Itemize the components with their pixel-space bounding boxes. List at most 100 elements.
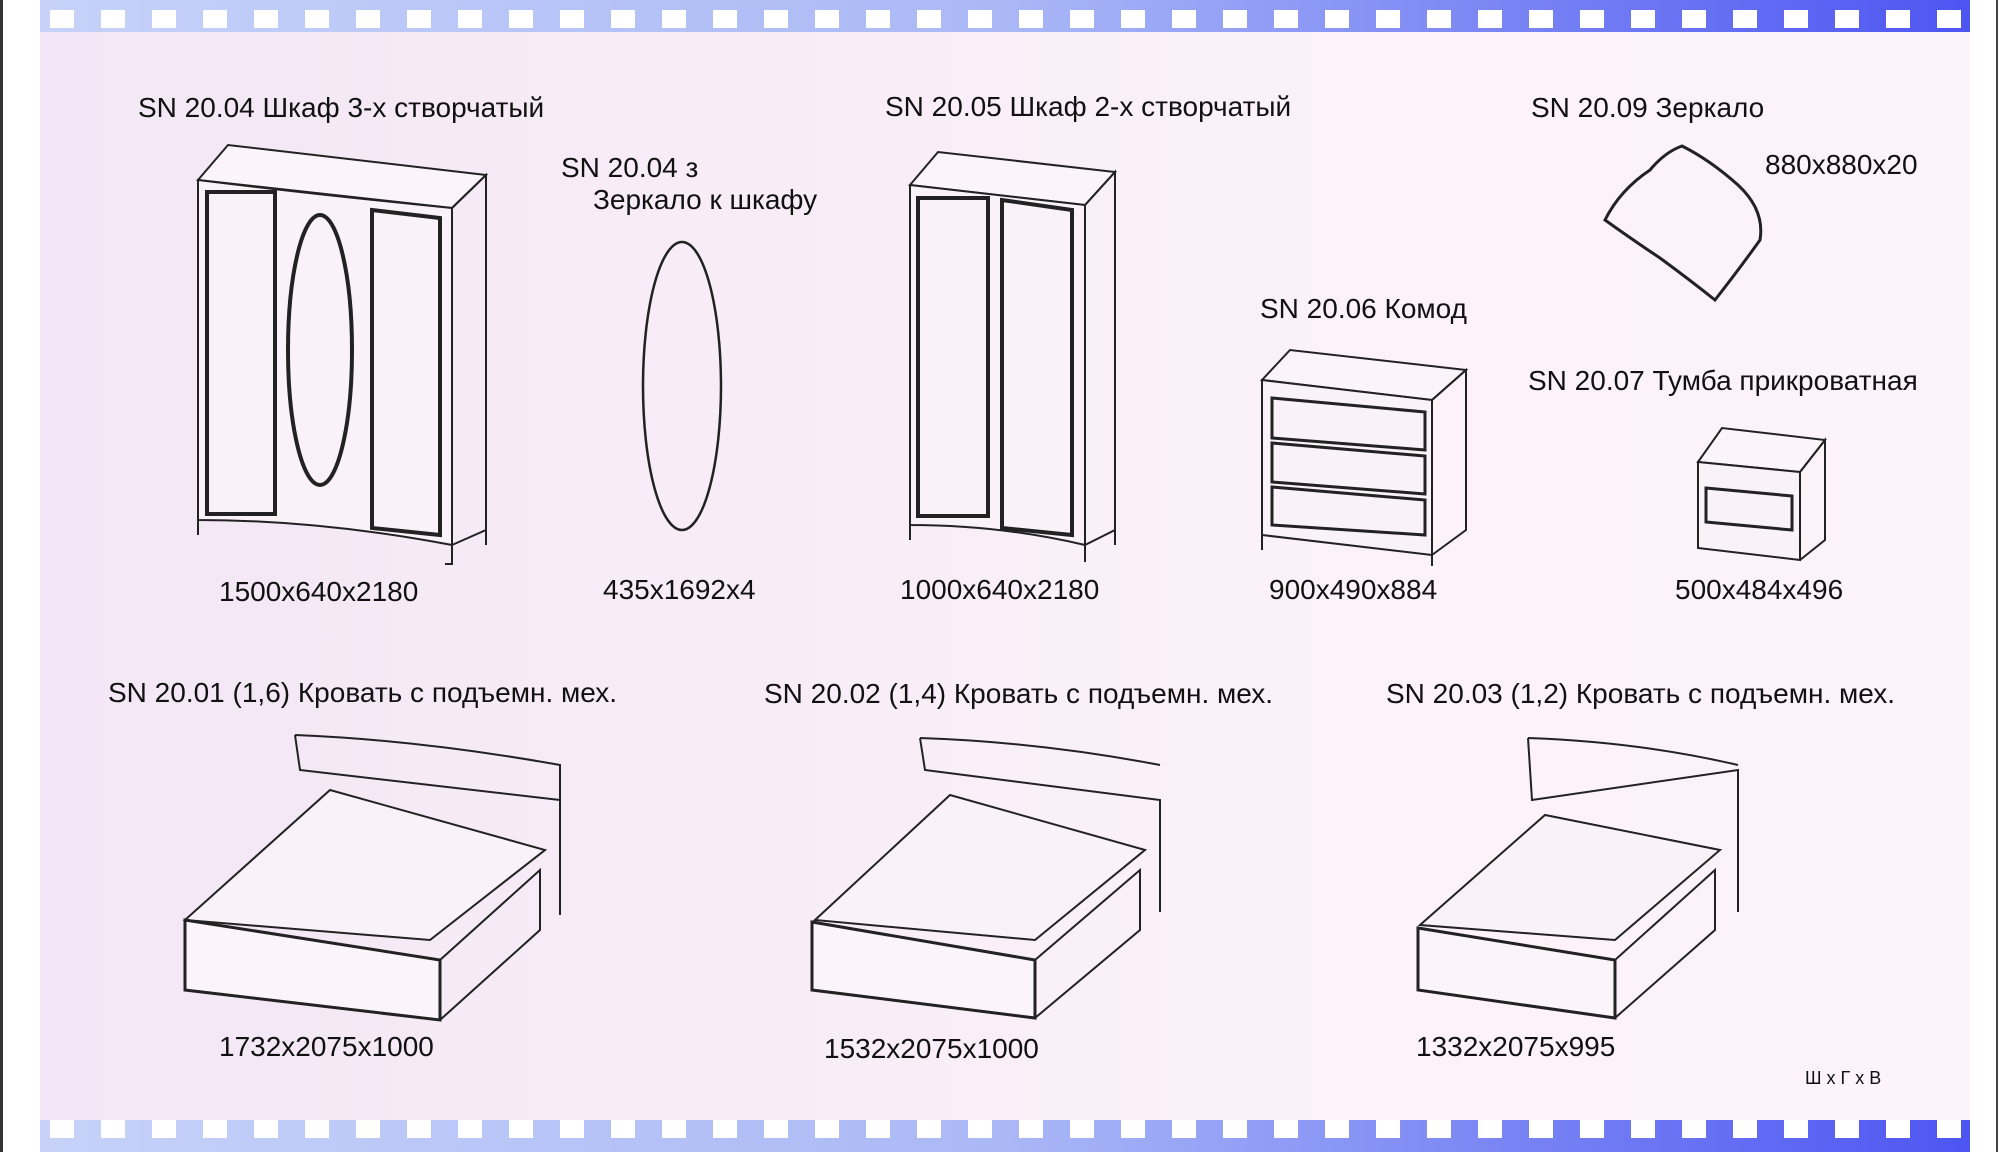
border-square: [50, 1120, 74, 1138]
dimension-legend: Ш x Г x В: [1805, 1068, 1882, 1088]
border-square: [917, 1120, 941, 1138]
border-square: [713, 1120, 737, 1138]
border-square: [1274, 10, 1298, 28]
nightstand-title: SN 20.07 Тумба прикроватная: [1528, 365, 1918, 396]
wardrobe-2-door-title: SN 20.05 Шкаф 2-х створчатый: [885, 91, 1292, 122]
border-square: [968, 1120, 992, 1138]
border-square: [152, 10, 176, 28]
border-square: [917, 10, 941, 28]
border-square: [407, 10, 431, 28]
border-square: [662, 1120, 686, 1138]
border-square: [815, 10, 839, 28]
border-square: [1478, 10, 1502, 28]
border-square: [1835, 1120, 1859, 1138]
bed-1-2-dims: 1332x2075x995: [1416, 1031, 1616, 1062]
border-square: [1376, 10, 1400, 28]
border-square: [458, 10, 482, 28]
border-square: [254, 10, 278, 28]
wardrobe-mirror-drawing: [641, 240, 723, 532]
bed-1-4-title: SN 20.02 (1,4) Кровать с подъемн. мех.: [764, 678, 1273, 709]
border-square: [356, 10, 380, 28]
border-square: [101, 10, 125, 28]
border-square: [1682, 1120, 1706, 1138]
border-square: [50, 10, 74, 28]
border-square: [764, 1120, 788, 1138]
border-square: [611, 10, 635, 28]
bed-1-2-drawing: [1416, 737, 1739, 1020]
border-square: [866, 10, 890, 28]
border-square: [407, 1120, 431, 1138]
nightstand-dims: 500x484x496: [1675, 574, 1844, 605]
border-square: [509, 10, 533, 28]
border-square: [1886, 10, 1910, 28]
bed-1-6-dims: 1732x2075x1000: [219, 1031, 434, 1062]
bed-1-2-title: SN 20.03 (1,2) Кровать с подъемн. мех.: [1386, 678, 1895, 709]
border-square: [1631, 1120, 1655, 1138]
mirror-dims: 880x880x20: [1765, 149, 1918, 180]
border-square: [1172, 10, 1196, 28]
border-square: [1580, 1120, 1604, 1138]
wardrobe-2-door-dims: 1000x640x2180: [900, 574, 1100, 605]
border-square: [611, 1120, 635, 1138]
border-square: [1733, 10, 1757, 28]
border-square: [356, 1120, 380, 1138]
border-square: [1070, 1120, 1094, 1138]
wardrobe-3-door-drawing: [196, 143, 489, 565]
border-square: [1529, 1120, 1553, 1138]
border-square: [1325, 10, 1349, 28]
border-square: [1427, 10, 1451, 28]
bed-1-6-title: SN 20.01 (1,6) Кровать с подъемн. мех.: [108, 677, 617, 708]
border-square: [560, 1120, 584, 1138]
wardrobe-mirror-title-1: SN 20.04 з: [561, 152, 699, 183]
border-square: [458, 1120, 482, 1138]
border-square: [1784, 1120, 1808, 1138]
wardrobe-3-door-title: SN 20.04 Шкаф 3-х створчатый: [138, 92, 545, 123]
top-border: [40, 0, 1970, 32]
border-square: [713, 10, 737, 28]
wardrobe-mirror-dims: 435x1692x4: [603, 574, 756, 605]
bed-drawings: [182, 734, 1739, 1022]
right-edge: [1996, 0, 1998, 1152]
border-square: [1019, 10, 1043, 28]
dresser-drawing: [1259, 348, 1469, 566]
border-square: [1172, 1120, 1196, 1138]
dresser-dims: 900x490x884: [1269, 574, 1438, 605]
border-square: [1019, 1120, 1043, 1138]
border-square: [1121, 10, 1145, 28]
border-square: [968, 10, 992, 28]
border-square: [1631, 10, 1655, 28]
border-square: [1529, 10, 1553, 28]
border-square: [1325, 1120, 1349, 1138]
border-square: [1376, 1120, 1400, 1138]
mirror-title: SN 20.09 Зеркало: [1531, 92, 1765, 123]
left-edge: [0, 0, 3, 1152]
nightstand-drawing: [1696, 426, 1827, 562]
border-square: [254, 1120, 278, 1138]
border-square: [1682, 10, 1706, 28]
border-square: [1223, 10, 1247, 28]
border-square: [203, 1120, 227, 1138]
border-square: [1937, 1120, 1961, 1138]
border-square: [305, 1120, 329, 1138]
bed-1-6-drawing: [182, 734, 561, 1022]
border-square: [152, 1120, 176, 1138]
border-square: [764, 10, 788, 28]
bed-1-4-dims: 1532x2075x1000: [824, 1033, 1039, 1064]
border-square: [305, 10, 329, 28]
border-square: [1121, 1120, 1145, 1138]
border-square: [866, 1120, 890, 1138]
border-square: [509, 1120, 533, 1138]
border-square: [1223, 1120, 1247, 1138]
border-square: [1784, 10, 1808, 28]
border-square: [1070, 10, 1094, 28]
border-square: [1580, 10, 1604, 28]
border-square: [1478, 1120, 1502, 1138]
border-square: [815, 1120, 839, 1138]
border-square: [1886, 1120, 1910, 1138]
wardrobe-mirror-title-2: Зеркало к шкафу: [593, 184, 818, 215]
dresser-title: SN 20.06 Комод: [1260, 293, 1467, 324]
border-square: [1427, 1120, 1451, 1138]
wardrobe-2-door-drawing: [908, 150, 1118, 562]
border-square: [1274, 1120, 1298, 1138]
